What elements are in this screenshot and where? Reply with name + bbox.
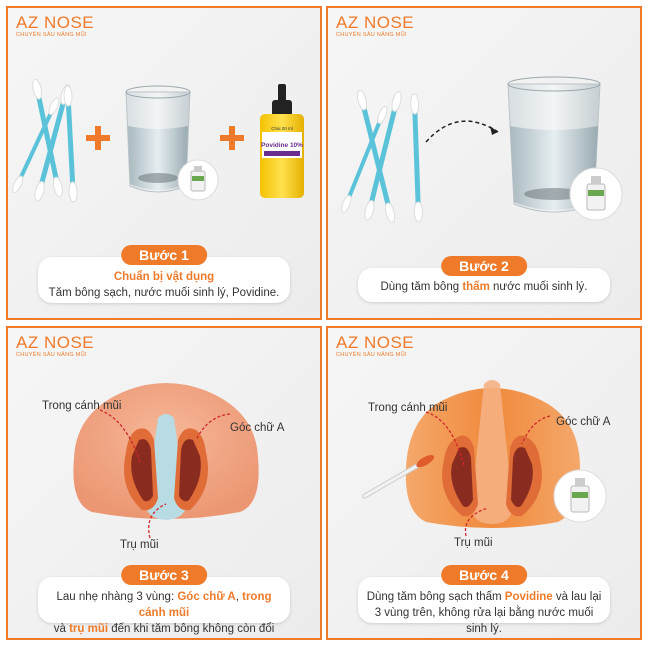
step-4-text-b: và lau lại bbox=[552, 591, 602, 603]
step-2-badge: Bước 2 bbox=[441, 256, 527, 276]
saline-bottle-icon bbox=[569, 167, 623, 221]
step-1-badge: Bước 1 bbox=[121, 245, 207, 265]
povidine-swab-icon bbox=[362, 455, 435, 499]
step-3-text-comma: , bbox=[235, 591, 243, 603]
step-1-illustration: Chai 20 ml Povidine 10% bbox=[12, 78, 304, 203]
brand-tagline: CHUYÊN SÂU NÂNG MŨI bbox=[16, 352, 87, 358]
step-1-panel: AZ NOSE CHUYÊN SÂU NÂNG MŨI bbox=[6, 6, 322, 320]
step-2-text-b: nước muối sinh lý. bbox=[489, 281, 588, 293]
step-2-caption: Dùng tăm bông thấm nước muối sinh lý. bbox=[358, 268, 610, 302]
brand-tagline: CHUYÊN SÂU NÂNG MŨI bbox=[336, 352, 407, 358]
step-4-text-line2: 3 vùng trên, không rửa lại bằng nước muố… bbox=[374, 607, 594, 635]
cotton-swabs-icon bbox=[341, 89, 423, 223]
step-3-badge: Bước 3 bbox=[121, 565, 207, 585]
saline-bottle-icon bbox=[553, 469, 607, 523]
label-inner-wing: Trong cánh mũi bbox=[42, 400, 122, 412]
dashed-arrow-icon bbox=[425, 120, 499, 143]
pointer-lines bbox=[99, 409, 231, 539]
step-1-title: Chuẩn bị vật dụng bbox=[113, 271, 215, 283]
step-3-highlight-inner-wing: trong cánh mũi bbox=[138, 591, 272, 619]
brand-logo: AZ NOSE CHUYÊN SÂU NÂNG MŨI bbox=[16, 333, 95, 359]
label-columella: Trụ mũi bbox=[454, 537, 493, 549]
brand-logo: AZ NOSE CHUYÊN SÂU NÂNG MŨI bbox=[16, 13, 95, 39]
pointer-lines bbox=[425, 411, 551, 537]
step-1-text: Tăm bông sạch, nước muối sinh lý, Povidi… bbox=[48, 287, 280, 299]
nose-illustration bbox=[73, 383, 259, 520]
step-2-text-a: Dùng tăm bông bbox=[380, 281, 463, 293]
step-4-text-a: Dùng tăm bông sạch thấm bbox=[366, 591, 505, 603]
brand-logo: AZ NOSE CHUYÊN SÂU NÂNG MŨI bbox=[336, 333, 415, 359]
cotton-swabs-icon bbox=[12, 78, 78, 203]
step-3-highlight-columella: trụ mũi bbox=[69, 623, 109, 635]
step-4-panel: AZ NOSE CHUYÊN SÂU NÂNG MŨI bbox=[326, 326, 642, 640]
bottle-volume: Chai 20 ml bbox=[271, 126, 293, 131]
step-4-highlight-povidine: Povidine bbox=[504, 591, 553, 603]
step-2-illustration bbox=[341, 76, 623, 223]
label-inner-wing: Trong cánh mũi bbox=[368, 402, 448, 414]
step-3-caption: Lau nhẹ nhàng 3 vùng: Góc chữ A, trong c… bbox=[38, 577, 290, 635]
label-a-corner: Góc chữ A bbox=[230, 422, 285, 434]
label-a-corner: Góc chữ A bbox=[556, 416, 611, 428]
step-3-nose-diagram bbox=[73, 383, 259, 539]
brand-name: AZ NOSE bbox=[16, 13, 95, 32]
plus-icon bbox=[86, 126, 110, 150]
step-3-text-and: và bbox=[53, 623, 70, 635]
step-3-highlight-a-corner: Góc chữ A bbox=[177, 591, 236, 603]
bottle-label: Povidine 10% bbox=[261, 142, 303, 149]
brand-name: AZ NOSE bbox=[16, 333, 95, 352]
step-2-panel: AZ NOSE CHUYÊN SÂU NÂNG MŨI bbox=[326, 6, 642, 320]
brand-name: AZ NOSE bbox=[336, 333, 415, 352]
step-3-panel: AZ NOSE CHUYÊN SÂU NÂNG MŨI Trong cánh m… bbox=[6, 326, 322, 640]
step-4-badge: Bước 4 bbox=[441, 565, 527, 585]
plus-icon bbox=[220, 126, 244, 150]
step-4-nose-diagram bbox=[362, 380, 607, 537]
step-2-highlight: thấm bbox=[462, 281, 490, 293]
brand-tagline: CHUYÊN SÂU NÂNG MŨI bbox=[16, 32, 87, 38]
step-3-text-a: Lau nhẹ nhàng 3 vùng: bbox=[56, 591, 178, 603]
brand-logo: AZ NOSE CHUYÊN SÂU NÂNG MŨI bbox=[336, 13, 415, 39]
saline-bottle-icon bbox=[177, 159, 219, 201]
label-columella: Trụ mũi bbox=[120, 539, 159, 551]
povidine-bottle-icon bbox=[260, 84, 304, 198]
water-glass-icon bbox=[125, 85, 191, 193]
step-3-text-b: đến khi tăm bông không còn đổi màu. bbox=[111, 623, 275, 635]
brand-tagline: CHUYÊN SÂU NÂNG MŨI bbox=[336, 32, 407, 38]
brand-name: AZ NOSE bbox=[336, 13, 415, 32]
